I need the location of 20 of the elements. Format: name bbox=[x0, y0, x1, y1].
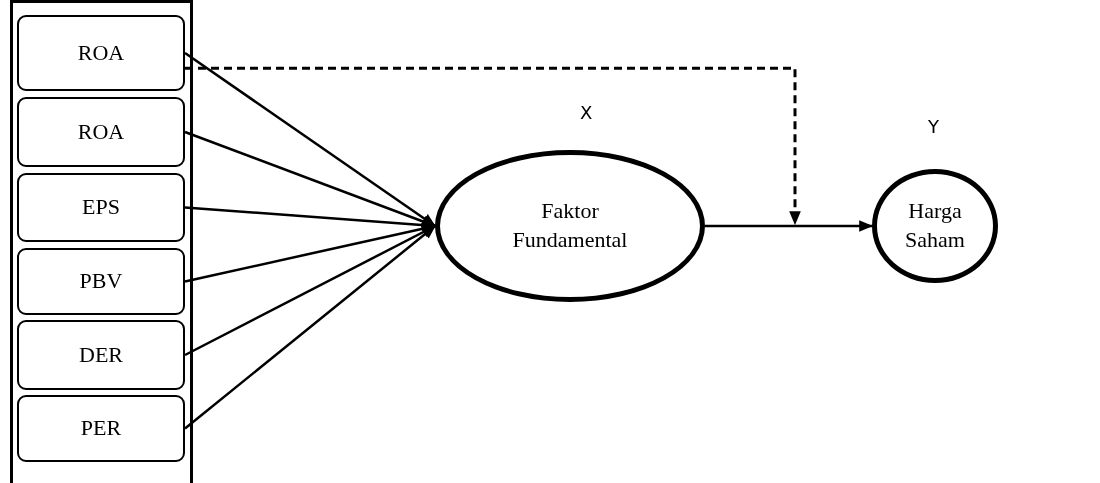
node-label: ROA bbox=[77, 38, 125, 67]
node-label: Harga Saham bbox=[904, 197, 966, 254]
node-label: DER bbox=[79, 340, 123, 369]
group-box bbox=[10, 0, 193, 483]
dashed-arrow bbox=[185, 66, 801, 226]
arrow bbox=[184, 225, 436, 430]
node-label: PBV bbox=[79, 267, 123, 296]
node-label: EPS bbox=[82, 193, 120, 222]
node-label: PER bbox=[80, 414, 122, 443]
indicator-box bbox=[17, 248, 185, 315]
variable-label: X bbox=[580, 102, 593, 123]
indicator-box bbox=[17, 97, 185, 167]
indicator-box bbox=[17, 173, 185, 242]
arrow bbox=[705, 220, 874, 232]
node-label: ROA bbox=[77, 117, 125, 146]
node-label: Faktor Fundamental bbox=[511, 197, 629, 254]
indicator-box bbox=[17, 320, 185, 390]
indicator-box bbox=[17, 395, 185, 462]
indicator-box bbox=[17, 15, 185, 91]
variable-label: Y bbox=[928, 116, 939, 137]
